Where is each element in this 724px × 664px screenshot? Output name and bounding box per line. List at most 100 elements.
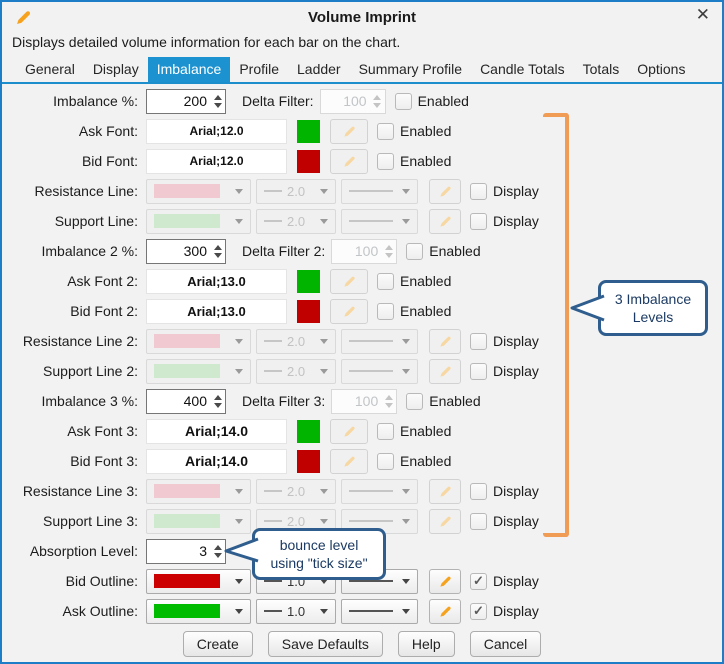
create-button[interactable]: Create xyxy=(182,631,253,657)
edit-line-button[interactable] xyxy=(429,478,461,504)
title-bar: Volume Imprint ✕ xyxy=(2,2,722,32)
color-swatch xyxy=(154,574,220,588)
edit-font-button[interactable] xyxy=(330,268,368,294)
bid-font2-color-swatch[interactable] xyxy=(297,299,320,323)
line-color-dropdown xyxy=(146,358,251,384)
tab-display[interactable]: Display xyxy=(92,61,139,77)
edit-font-button[interactable] xyxy=(330,418,368,444)
chevron-down-icon xyxy=(402,518,410,524)
enabled-checkbox[interactable] xyxy=(377,272,394,290)
display-checkbox[interactable] xyxy=(470,212,487,230)
style-sample xyxy=(349,340,393,342)
display-checkbox[interactable] xyxy=(470,362,487,380)
enabled-checkbox[interactable] xyxy=(406,392,424,410)
edit-outline-button[interactable] xyxy=(429,598,461,624)
edit-font-button[interactable] xyxy=(330,448,368,474)
color-swatch xyxy=(154,484,220,498)
display-checkbox[interactable]: ✓ xyxy=(470,572,487,590)
spinner-value: 200 xyxy=(183,93,207,109)
edit-outline-button[interactable] xyxy=(429,568,461,594)
style-sample xyxy=(349,610,393,612)
edit-font-button[interactable] xyxy=(330,298,368,324)
help-button[interactable]: Help xyxy=(397,631,455,657)
enabled-checkbox[interactable] xyxy=(377,452,394,470)
resistance-line2-label: Resistance Line 2: xyxy=(22,333,138,349)
spinner-arrows-icon xyxy=(370,94,385,108)
line-style-dropdown xyxy=(341,478,418,504)
chevron-down-icon xyxy=(320,488,328,494)
edit-line-button[interactable] xyxy=(429,178,461,204)
display-checkbox[interactable] xyxy=(470,332,487,350)
edit-line-button[interactable] xyxy=(429,358,461,384)
spinner-arrows-icon xyxy=(381,394,396,408)
enabled-checkbox[interactable] xyxy=(394,92,412,110)
callout-text: bounce level xyxy=(279,536,359,553)
tab-general[interactable]: General xyxy=(25,61,75,77)
bid-font3-color-swatch[interactable] xyxy=(297,449,320,473)
imbalance3-pct-spinner[interactable]: 400 xyxy=(146,388,226,414)
imbalance2-pct-spinner[interactable]: 300 xyxy=(146,238,226,264)
display-checkbox[interactable]: ✓ xyxy=(470,602,487,620)
ask-font3-field[interactable]: Arial;14.0 xyxy=(146,418,287,444)
chevron-down-icon xyxy=(320,338,328,344)
chevron-down-icon xyxy=(320,218,328,224)
chevron-down-icon xyxy=(402,578,410,584)
edit-font-button[interactable] xyxy=(330,148,368,174)
save-defaults-button[interactable]: Save Defaults xyxy=(267,631,383,657)
spinner-arrows-icon[interactable] xyxy=(210,244,225,258)
pencil-icon xyxy=(439,486,451,497)
checkbox-label: Display xyxy=(493,363,539,379)
imbalance-pct-spinner[interactable]: 200 xyxy=(146,88,226,114)
support-line3-label: Support Line 3: xyxy=(43,513,138,529)
ask-font3-color-swatch[interactable] xyxy=(297,419,320,443)
tab-options[interactable]: Options xyxy=(637,61,686,77)
cancel-button[interactable]: Cancel xyxy=(469,631,542,657)
enabled-checkbox[interactable] xyxy=(377,422,394,440)
bid-font2-field[interactable]: Arial;13.0 xyxy=(146,298,287,324)
enabled-checkbox[interactable] xyxy=(377,122,394,140)
spinner-arrows-icon[interactable] xyxy=(210,544,225,558)
outline-color-dropdown[interactable] xyxy=(146,598,251,624)
spinner-arrows-icon[interactable] xyxy=(210,94,225,108)
edit-font-button[interactable] xyxy=(330,118,368,144)
enabled-checkbox[interactable] xyxy=(406,242,424,260)
line-style-dropdown xyxy=(341,358,418,384)
display-checkbox[interactable] xyxy=(470,482,487,500)
outline-width-dropdown[interactable]: 1.0 xyxy=(256,598,336,624)
display-checkbox[interactable] xyxy=(470,182,487,200)
outline-color-dropdown[interactable] xyxy=(146,568,251,594)
tab-imbalance[interactable]: Imbalance xyxy=(147,57,231,82)
display-checkbox[interactable] xyxy=(470,512,487,530)
dialog-description: Displays detailed volume information for… xyxy=(12,34,401,50)
absorption-level-spinner[interactable]: 3 xyxy=(146,538,226,564)
tab-summary-profile[interactable]: Summary Profile xyxy=(358,61,463,77)
chevron-down-icon xyxy=(235,578,243,584)
pencil-icon xyxy=(343,126,355,137)
bid-font-field[interactable]: Arial;12.0 xyxy=(146,148,287,174)
bid-font-color-swatch[interactable] xyxy=(297,149,320,173)
outline-style-dropdown[interactable] xyxy=(341,598,418,624)
tab-candle-totals[interactable]: Candle Totals xyxy=(480,61,565,77)
style-sample xyxy=(349,580,393,582)
bid-font3-field[interactable]: Arial;14.0 xyxy=(146,448,287,474)
edit-line-button[interactable] xyxy=(429,508,461,534)
edit-line-button[interactable] xyxy=(429,328,461,354)
tab-profile[interactable]: Profile xyxy=(239,61,279,77)
ask-font2-field[interactable]: Arial;13.0 xyxy=(146,268,287,294)
checkbox-label: Enabled xyxy=(400,453,452,469)
ask-font-field[interactable]: Arial;12.0 xyxy=(146,118,287,144)
ask-font2-color-swatch[interactable] xyxy=(297,269,320,293)
tab-ladder[interactable]: Ladder xyxy=(297,61,341,77)
tab-totals[interactable]: Totals xyxy=(582,61,620,77)
chevron-down-icon xyxy=(235,488,243,494)
row-bid-font3: Bid Font 3: Arial;14.0 Enabled xyxy=(2,446,722,476)
check-icon: ✓ xyxy=(473,603,484,618)
ask-font-color-swatch[interactable] xyxy=(297,119,320,143)
spinner-arrows-icon[interactable] xyxy=(210,394,225,408)
close-icon[interactable]: ✕ xyxy=(695,5,710,24)
enabled-checkbox[interactable] xyxy=(377,152,394,170)
support-line2-label: Support Line 2: xyxy=(43,363,138,379)
enabled-checkbox[interactable] xyxy=(377,302,394,320)
imbalance-form: Imbalance %: 200 Delta Filter: 100 Enabl… xyxy=(2,84,722,657)
edit-line-button[interactable] xyxy=(429,208,461,234)
